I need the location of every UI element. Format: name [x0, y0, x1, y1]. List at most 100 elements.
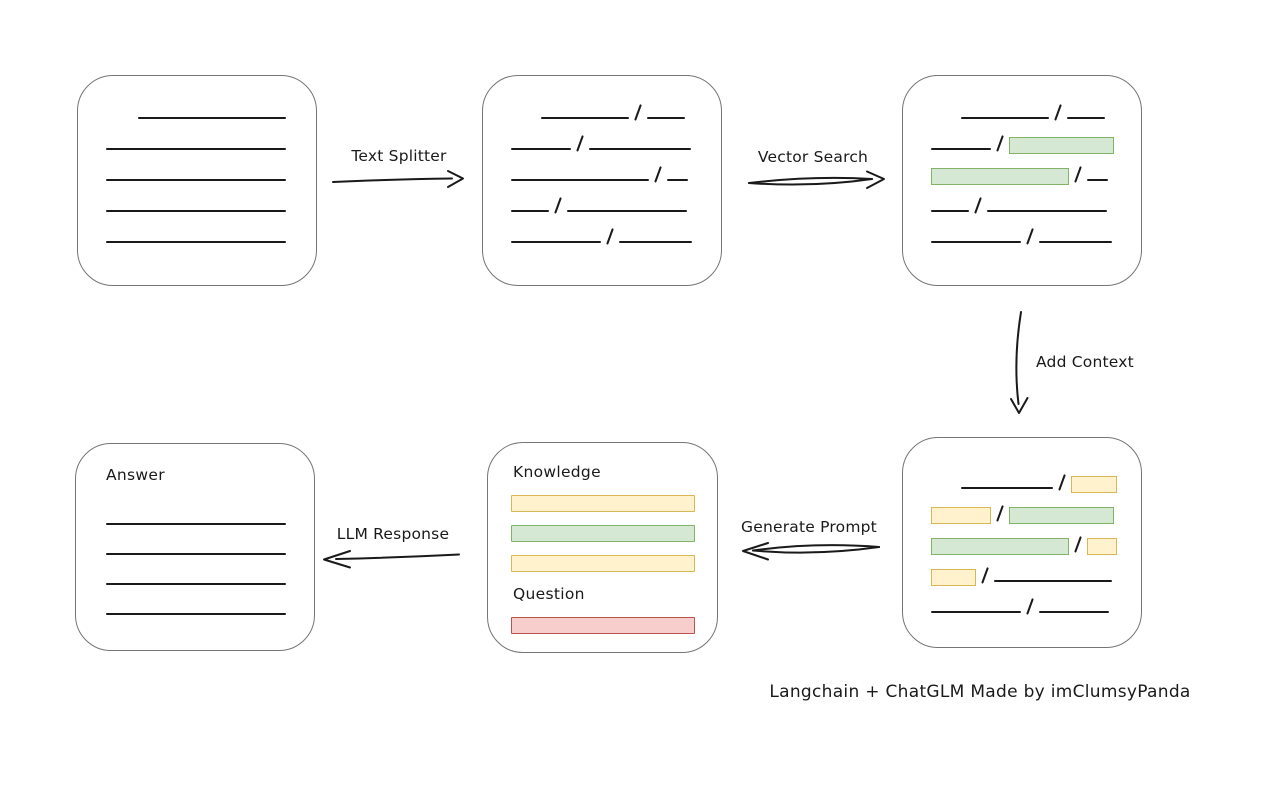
- text-line: [619, 241, 693, 243]
- vector-search-label: Vector Search: [757, 148, 869, 166]
- text-line: [1039, 241, 1113, 243]
- yellow-highlight-bar: [1087, 538, 1118, 555]
- slash-separator: [1026, 228, 1035, 245]
- text-row: [78, 123, 316, 154]
- yellow-bar: [511, 555, 695, 572]
- question-bars: [511, 617, 695, 634]
- text-splitter-arrow: [332, 170, 464, 188]
- text-row: [903, 555, 1141, 586]
- vector-search-arrow: [748, 170, 885, 189]
- slash-separator: [576, 135, 585, 152]
- text-line: [667, 179, 689, 181]
- search-results-box: [902, 75, 1142, 286]
- text-row: [76, 559, 314, 589]
- text-row: [903, 123, 1141, 154]
- yellow-highlight-bar: [931, 507, 991, 524]
- text-line: [511, 148, 571, 150]
- text-line: [931, 210, 969, 212]
- text-line: [961, 487, 1053, 489]
- caption: Langchain + ChatGLM Made by imClumsyPand…: [769, 682, 1191, 702]
- text-row: [903, 524, 1141, 555]
- slash-separator: [654, 166, 663, 183]
- slash-separator: [981, 567, 990, 584]
- slash-separator: [1058, 474, 1067, 491]
- slash-separator: [974, 197, 983, 214]
- slash-separator: [634, 104, 643, 121]
- text-line: [1039, 611, 1110, 613]
- generate-prompt-label: Generate Prompt: [741, 518, 877, 536]
- add-context-label: Add Context: [1036, 353, 1134, 371]
- text-row: [76, 589, 314, 619]
- text-line: [961, 117, 1049, 119]
- split-text-box: [482, 75, 722, 286]
- text-line: [541, 117, 629, 119]
- text-line: [106, 583, 286, 585]
- red-bar: [511, 617, 695, 634]
- green-bar: [511, 525, 695, 542]
- text-line: [138, 117, 286, 119]
- llm-response-arrow: [323, 550, 460, 569]
- text-row: [903, 586, 1141, 617]
- slash-separator: [996, 135, 1005, 152]
- text-row: [78, 154, 316, 185]
- text-line: [511, 179, 649, 181]
- text-line: [1067, 117, 1106, 119]
- text-line: [589, 148, 692, 150]
- llm-response-label: LLM Response: [336, 525, 450, 543]
- text-row: [483, 123, 721, 154]
- knowledge-heading: Knowledge: [513, 463, 601, 481]
- prompt-box: Knowledge Question: [487, 442, 718, 653]
- text-row: [78, 216, 316, 247]
- document-box: [77, 75, 317, 286]
- text-line: [1087, 179, 1109, 181]
- context-box: [902, 437, 1142, 648]
- text-row: [903, 154, 1141, 185]
- text-row: [483, 92, 721, 123]
- yellow-highlight-bar: [931, 569, 976, 586]
- slash-separator: [1074, 536, 1083, 553]
- text-line: [931, 241, 1021, 243]
- slash-separator: [1054, 104, 1063, 121]
- text-row: [903, 216, 1141, 247]
- text-row: [483, 185, 721, 216]
- text-line: [994, 580, 1113, 582]
- text-row: [78, 185, 316, 216]
- text-line: [511, 210, 549, 212]
- slash-separator: [1074, 166, 1083, 183]
- text-line: [567, 210, 688, 212]
- document-lines: [78, 76, 316, 247]
- knowledge-bars: [511, 495, 695, 572]
- search-results-lines: [903, 76, 1141, 247]
- text-line: [106, 523, 286, 525]
- slash-separator: [554, 197, 563, 214]
- text-line: [511, 241, 601, 243]
- text-row: [903, 92, 1141, 123]
- yellow-bar: [511, 495, 695, 512]
- text-line: [647, 117, 686, 119]
- text-line: [106, 179, 286, 181]
- green-highlight-bar: [931, 538, 1069, 555]
- text-row: [903, 493, 1141, 524]
- text-line: [931, 148, 991, 150]
- text-line: [931, 611, 1021, 613]
- text-row: [903, 462, 1141, 493]
- split-text-lines: [483, 76, 721, 247]
- question-heading: Question: [513, 585, 585, 603]
- slash-separator: [996, 505, 1005, 522]
- text-row: [78, 92, 316, 123]
- slash-separator: [1026, 598, 1035, 615]
- text-row: [483, 154, 721, 185]
- text-row: [903, 185, 1141, 216]
- text-line: [106, 613, 286, 615]
- green-highlight-bar: [1009, 507, 1115, 524]
- text-row: [483, 216, 721, 247]
- yellow-highlight-bar: [1071, 476, 1118, 493]
- answer-heading: Answer: [106, 466, 165, 484]
- context-lines: [903, 438, 1141, 617]
- green-highlight-bar: [931, 168, 1069, 185]
- text-line: [106, 148, 286, 150]
- slash-separator: [606, 228, 615, 245]
- add-context-arrow: [1010, 311, 1029, 414]
- green-highlight-bar: [1009, 137, 1115, 154]
